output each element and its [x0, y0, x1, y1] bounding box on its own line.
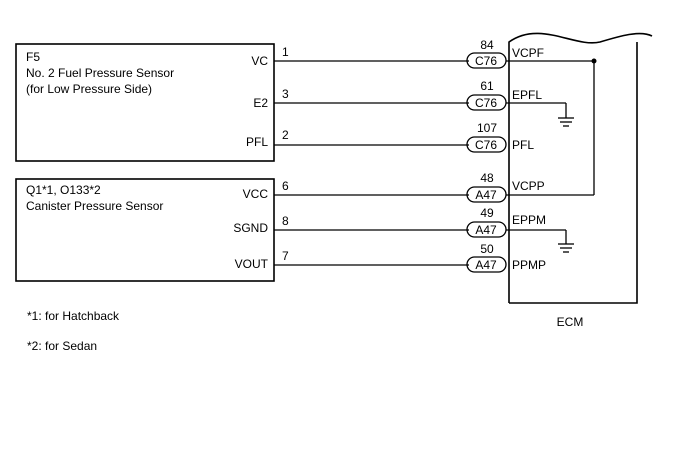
- wire-6-ecm-terminal: PPMP: [512, 258, 546, 272]
- sensor1-code: F5: [26, 50, 40, 64]
- wire-5: A47 8 49 EPPM: [274, 206, 574, 253]
- wire-5-ecm-pin: 49: [480, 206, 494, 220]
- note-sedan: *2: for Sedan: [27, 339, 97, 353]
- wire-6-connector: A47: [475, 258, 497, 272]
- junction-dot: [591, 58, 597, 64]
- wire-5-connector: A47: [475, 223, 497, 237]
- wire-6: A47 7 50 PPMP: [274, 242, 546, 273]
- wire-5-ecm-terminal: EPPM: [512, 213, 546, 227]
- wire-4: A47 6 48 VCPP: [274, 58, 597, 203]
- wire-3: C76 2 107 PFL: [274, 121, 534, 153]
- sensor2-code: Q1*1, O133*2: [26, 183, 101, 197]
- wire-4-ecm-pin: 48: [480, 171, 494, 185]
- sensor2-terminal-sgnd: SGND: [233, 221, 268, 235]
- sensor1-name-line2: (for Low Pressure Side): [26, 82, 152, 96]
- ecm-box: [508, 32, 653, 304]
- wire-3-pin: 2: [282, 128, 289, 142]
- wire-6-pin: 7: [282, 249, 289, 263]
- fuel-pressure-sensor-box: [15, 43, 275, 162]
- wire-3-ecm-pin: 107: [477, 121, 497, 135]
- wire-2-ecm-terminal: EPFL: [512, 88, 542, 102]
- sensor1-terminal-e2: E2: [253, 96, 268, 110]
- wire-1: C76 1 84 VCPF: [274, 38, 594, 69]
- wire-2: C76 3 61 EPFL: [274, 79, 574, 127]
- wire-4-connector: A47: [475, 188, 497, 202]
- wire-4-pin: 6: [282, 179, 289, 193]
- wire-5-pin: 8: [282, 214, 289, 228]
- wire-2-ecm-pin: 61: [480, 79, 494, 93]
- wire-1-pin: 1: [282, 45, 289, 59]
- sensor1-name-line1: No. 2 Fuel Pressure Sensor: [26, 66, 174, 80]
- wire-1-connector: C76: [475, 54, 497, 68]
- note-hatchback: *1: for Hatchback: [27, 309, 120, 323]
- wire-2-pin: 3: [282, 87, 289, 101]
- sensor2-name: Canister Pressure Sensor: [26, 199, 163, 213]
- wire-1-ecm-terminal: VCPF: [512, 46, 544, 60]
- wire-3-ecm-terminal: PFL: [512, 138, 534, 152]
- wire-6-ecm-pin: 50: [480, 242, 494, 256]
- sensor1-terminal-pfl: PFL: [246, 135, 268, 149]
- wire-3-connector: C76: [475, 138, 497, 152]
- wire-1-ecm-pin: 84: [480, 38, 494, 52]
- ecm-label: ECM: [557, 315, 584, 329]
- sensor2-terminal-vout: VOUT: [235, 257, 269, 271]
- wire-2-connector: C76: [475, 96, 497, 110]
- sensor2-terminal-vcc: VCC: [243, 187, 269, 201]
- sensor1-terminal-vc: VC: [251, 54, 268, 68]
- wire-4-ecm-terminal: VCPP: [512, 179, 545, 193]
